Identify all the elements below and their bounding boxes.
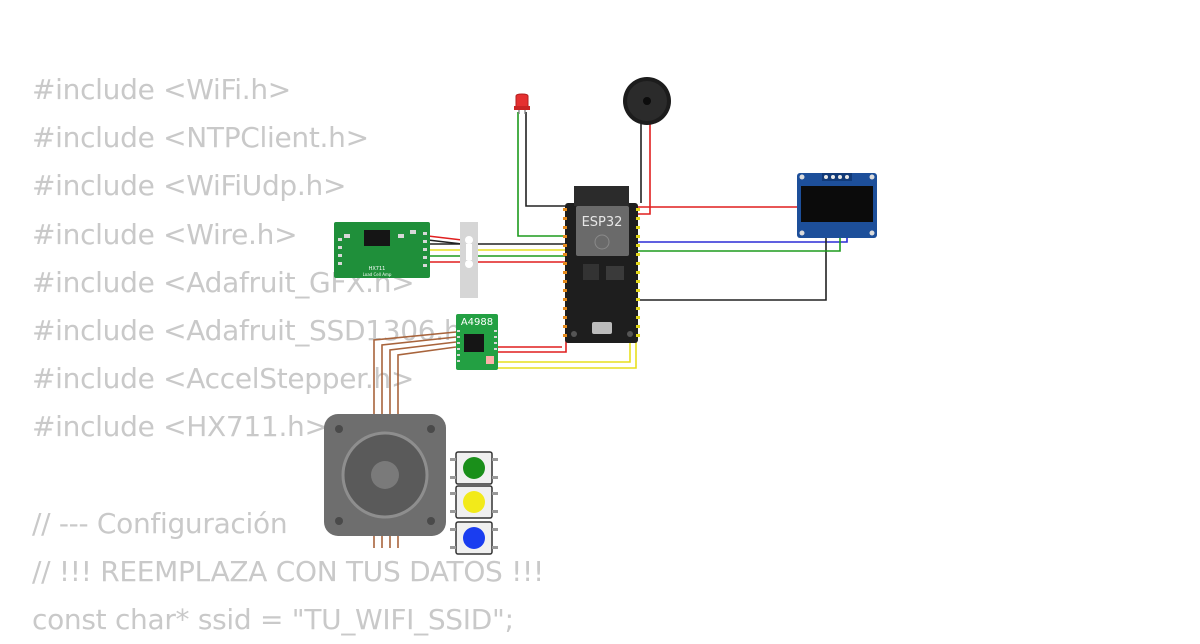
wire-driver-red-2[interactable] — [497, 336, 567, 353]
code-line: #include <Adafruit_SSD1306.h> — [32, 313, 485, 347]
code-line: #include <NTPClient.h> — [32, 121, 369, 155]
wire-loadcell-red[interactable] — [427, 235, 463, 241]
wire-driver-yellow-2[interactable] — [497, 333, 637, 369]
code-line: // !!! REEMPLAZA CON TUS DATOS !!! — [32, 554, 544, 588]
wire-buzzer-red[interactable] — [638, 124, 651, 215]
code-background: #include <WiFi.h> #include <NTPClient.h> #… — [32, 66, 544, 644]
code-line: #include <HX711.h> — [32, 410, 328, 444]
code-line: #include <Adafruit_GFX.h> — [32, 265, 415, 299]
load-cell[interactable] — [460, 222, 478, 298]
code-line: #include <AccelStepper.h> — [32, 362, 415, 396]
a4988-driver[interactable]: A4988 — [456, 314, 498, 370]
wire-led-green[interactable] — [517, 112, 565, 237]
esp32-board[interactable]: ESP32 — [563, 186, 640, 343]
hx711-sublabel: Load Cell Amp — [363, 272, 392, 277]
wire-loadcell-black[interactable] — [427, 239, 463, 245]
stepper-motor[interactable] — [324, 414, 446, 536]
pushbutton-yellow[interactable] — [450, 485, 498, 519]
code-line: #include <WiFiUdp.h> — [32, 169, 347, 203]
wire-led-black[interactable] — [525, 112, 565, 207]
code-line: // --- Configuración — [32, 506, 288, 540]
led-red[interactable] — [514, 93, 530, 114]
hx711-label: HX711 — [369, 266, 386, 272]
esp32-pins-right — [636, 208, 640, 337]
code-line: #include <WiFi.h> — [32, 73, 291, 106]
pushbutton-green[interactable] — [450, 451, 498, 485]
esp32-pins-left — [563, 208, 567, 337]
a4988-label: A4988 — [461, 317, 493, 328]
code-line: #include <Wire.h> — [32, 217, 298, 251]
wire-oled-black[interactable] — [638, 237, 827, 301]
oled-display[interactable] — [797, 173, 877, 238]
buzzer[interactable] — [623, 77, 671, 125]
pushbutton-blue[interactable] — [450, 521, 498, 555]
esp32-label: ESP32 — [582, 215, 623, 230]
hx711-module[interactable]: HX711 Load Cell Amp — [334, 222, 430, 278]
circuit-diagram: ESP32 — [324, 77, 877, 555]
